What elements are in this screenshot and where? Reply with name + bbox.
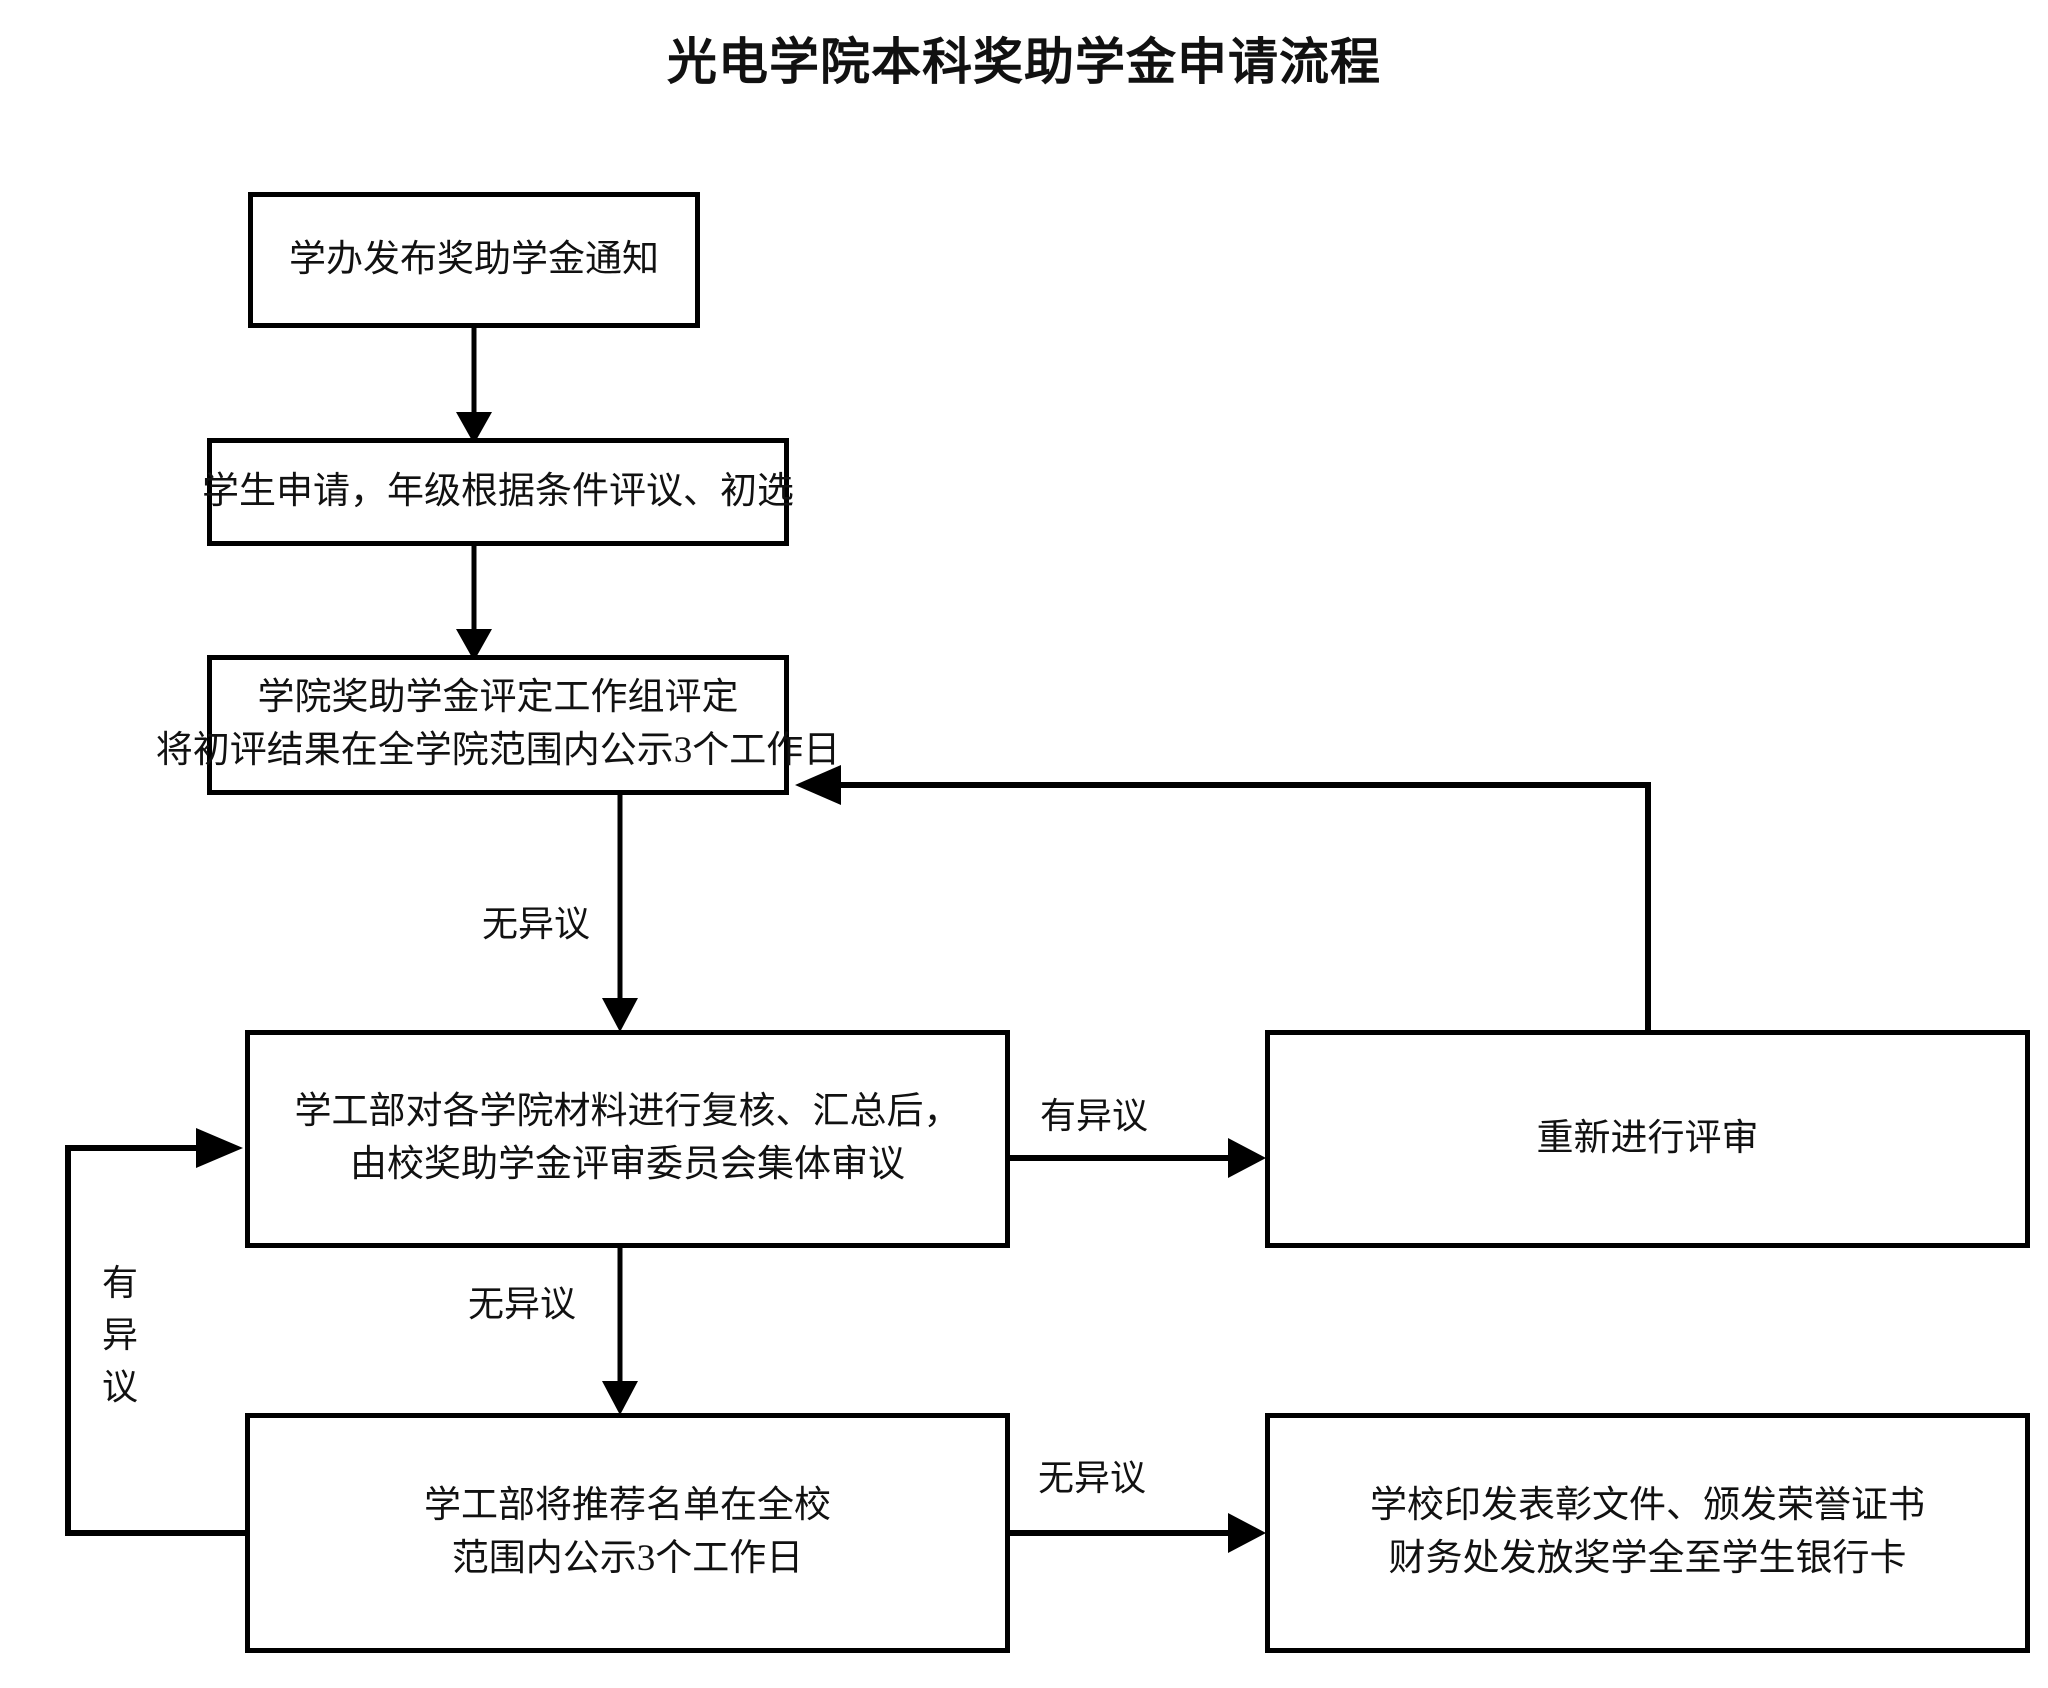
edge-label-no-objection-1: 无异议 (482, 904, 591, 944)
node-school-publicity-line-1: 学工部将推荐名单在全校 (424, 1485, 831, 1527)
node-re-review[interactable]: 重新进行评审 (1265, 1030, 2030, 1248)
node-apply[interactable]: 学生申请，年级根据条件评议、初选 (202, 438, 794, 546)
node-apply-line-1: 学生申请，年级根据条件评议、初选 (202, 470, 794, 512)
node-award[interactable]: 学校印发表彰文件、颁发荣誉证书 财务处发放奖学全至学生银行卡 (1265, 1413, 2030, 1653)
node-re-review-line-1: 重新进行评审 (1536, 1117, 1759, 1159)
node-college-review[interactable]: 学院奖助学金评定工作组评定 将初评结果在全学院范围内公示3个工作日 (156, 655, 840, 795)
connector-university-review-to-re-review (1010, 1138, 1266, 1178)
node-college-review-line-1: 学院奖助学金评定工作组评定 (257, 677, 739, 719)
connector-notice-to-apply (456, 328, 492, 444)
node-school-publicity[interactable]: 学工部将推荐名单在全校 范围内公示3个工作日 (245, 1413, 1010, 1653)
node-university-review[interactable]: 学工部对各学院材料进行复核、汇总后， 由校奖助学金评审委员会集体审议 (245, 1030, 1010, 1248)
page-title: 光电学院本科奖助学金申请流程 (667, 34, 1381, 90)
node-award-line-1: 学校印发表彰文件、颁发荣誉证书 (1370, 1485, 1925, 1527)
node-school-publicity-line-2: 范围内公示3个工作日 (451, 1538, 804, 1579)
edge-label-has-objection-left: 有异议 (101, 1263, 138, 1408)
connector-university-review-to-school-publicity (602, 1248, 638, 1415)
connector-school-publicity-to-award (1010, 1513, 1266, 1553)
edge-label-no-objection-3: 无异议 (1038, 1458, 1147, 1498)
edge-label-has-objection-right: 有异议 (1040, 1096, 1149, 1136)
connector-re-review-to-college-review (795, 765, 1651, 1030)
node-notice-line-1: 学办发布奖助学金通知 (289, 238, 659, 280)
edge-label-no-objection-2: 无异议 (468, 1284, 577, 1324)
node-university-review-line-2: 由校奖助学金评审委员会集体审议 (350, 1144, 905, 1185)
connector-apply-to-college-review (456, 546, 492, 661)
node-award-line-2: 财务处发放奖学全至学生银行卡 (1388, 1538, 1907, 1579)
connector-school-publicity-to-university-review (65, 1128, 245, 1536)
node-notice[interactable]: 学办发布奖助学金通知 (248, 192, 700, 328)
node-university-review-line-1: 学工部对各学院材料进行复核、汇总后， (294, 1091, 961, 1133)
connector-college-review-to-university-review (602, 795, 638, 1032)
node-college-review-line-2: 将初评结果在全学院范围内公示3个工作日 (155, 730, 841, 771)
